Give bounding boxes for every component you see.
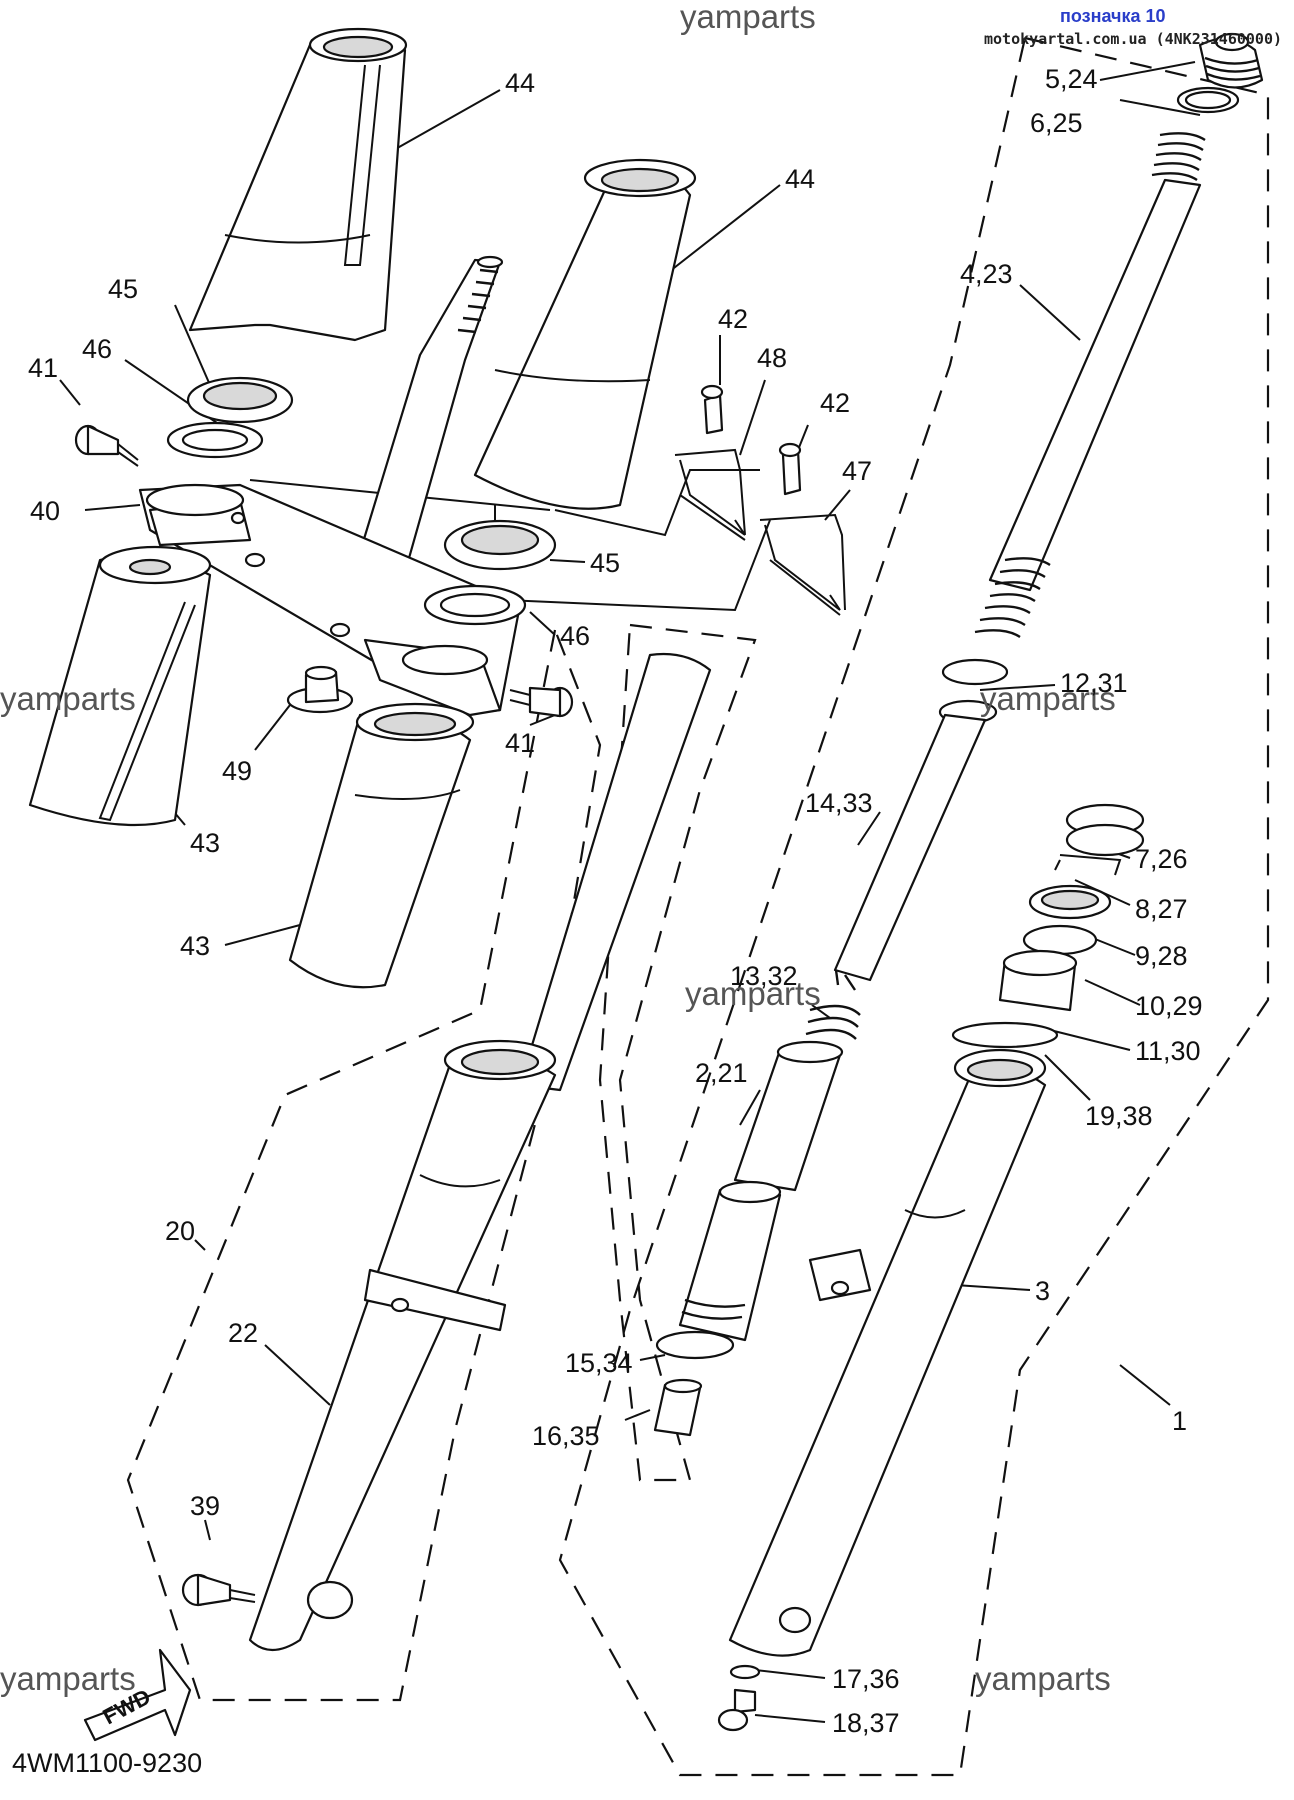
callout-label: 17,36 [832, 1664, 900, 1694]
callout-label: 43 [190, 828, 220, 858]
callout-label: 3 [1035, 1276, 1050, 1306]
callout-label: 7,26 [1135, 844, 1188, 874]
callout-label: 18,37 [832, 1708, 900, 1738]
callout-label: 2,21 [695, 1058, 748, 1088]
group-outline-right [558, 36, 1270, 1777]
bushing-49 [286, 665, 354, 714]
washer-46-left [166, 421, 264, 459]
callout-label: 42 [718, 304, 748, 334]
spring-4-23 [974, 132, 1206, 639]
seal-45-right [443, 519, 557, 571]
spring-13-32 [805, 1004, 861, 1040]
watermark-left: yamparts [0, 680, 136, 717]
damper-rod-14-33 [833, 713, 987, 991]
footer-code: 4WM1100-9230 [12, 1748, 202, 1778]
callout-label: 41 [28, 353, 58, 383]
callout-label: 10,29 [1135, 991, 1203, 1021]
bolt-41-lower [509, 686, 574, 718]
watermark-bottom-right: yamparts [975, 1660, 1111, 1697]
callout-label: 19,38 [1085, 1101, 1153, 1131]
callout-label: 12,31 [1060, 668, 1128, 698]
washer-46-right [423, 584, 527, 626]
watermark-bottom-left: yamparts [0, 1660, 136, 1697]
callout-label: 46 [82, 334, 112, 364]
cover-43-right [288, 702, 475, 989]
bolt-41-upper [74, 424, 139, 467]
clamp-47 [759, 442, 846, 616]
callout-label: 13,32 [730, 961, 798, 991]
outer-tube-22 [248, 1039, 557, 1652]
bracket-40 [138, 483, 522, 717]
seal-parts-7-11 [951, 803, 1145, 1049]
callout-label: 4,23 [960, 259, 1013, 289]
cover-44-right [473, 158, 697, 510]
collar-2-21 [733, 1040, 844, 1192]
seal-45-left [186, 376, 294, 424]
bolt-39 [181, 1573, 256, 1607]
header-label: позначка 10 [1060, 6, 1166, 26]
callout-label: 48 [757, 343, 787, 373]
header-source: motokyartal.com.ua (4NK231460000) [984, 30, 1282, 48]
callout-label: 15,34 [565, 1348, 633, 1378]
callout-label: 41 [505, 728, 535, 758]
cylinder-15-34 [655, 1180, 782, 1360]
callout-label: 9,28 [1135, 941, 1188, 971]
callout-label: 44 [785, 164, 815, 194]
callout-label: 43 [180, 931, 210, 961]
outer-tube-3 [728, 1048, 1047, 1657]
callout-label: 47 [842, 456, 872, 486]
bolt-18-37 [717, 1688, 757, 1732]
callout-label: 14,33 [805, 788, 873, 818]
callout-label: 11,30 [1135, 1036, 1201, 1066]
callout-label: 49 [222, 756, 252, 786]
callout-label: 6,25 [1030, 108, 1083, 138]
washer-17-36 [729, 1664, 761, 1680]
callout-label: 46 [560, 621, 590, 651]
clamp-48 [674, 384, 746, 541]
cover-44-left [188, 27, 408, 342]
callout-label: 5,24 [1045, 64, 1098, 94]
inner-tube-1 [518, 652, 712, 1092]
watermark-top: yamparts [680, 0, 816, 35]
watermark-right-mid: yamparts [980, 680, 1116, 717]
callout-label: 40 [30, 496, 60, 526]
callout-label: 20 [165, 1216, 195, 1246]
cover-43-left [28, 545, 212, 827]
callout-label: 8,27 [1135, 894, 1188, 924]
callout-label: 22 [228, 1318, 258, 1348]
cap-bolt-5-24 [1198, 32, 1264, 89]
watermark-center: yamparts [685, 975, 821, 1012]
o-ring-6-25 [1176, 86, 1240, 114]
callout-label: 42 [820, 388, 850, 418]
callout-label: 45 [108, 274, 138, 304]
callout-label: 44 [505, 68, 535, 98]
callout-label: 45 [590, 548, 620, 578]
callout-label: 39 [190, 1491, 220, 1521]
callout-label: 1 [1172, 1406, 1187, 1436]
piece-16-35 [653, 1378, 703, 1437]
callout-label: 16,35 [532, 1421, 600, 1451]
